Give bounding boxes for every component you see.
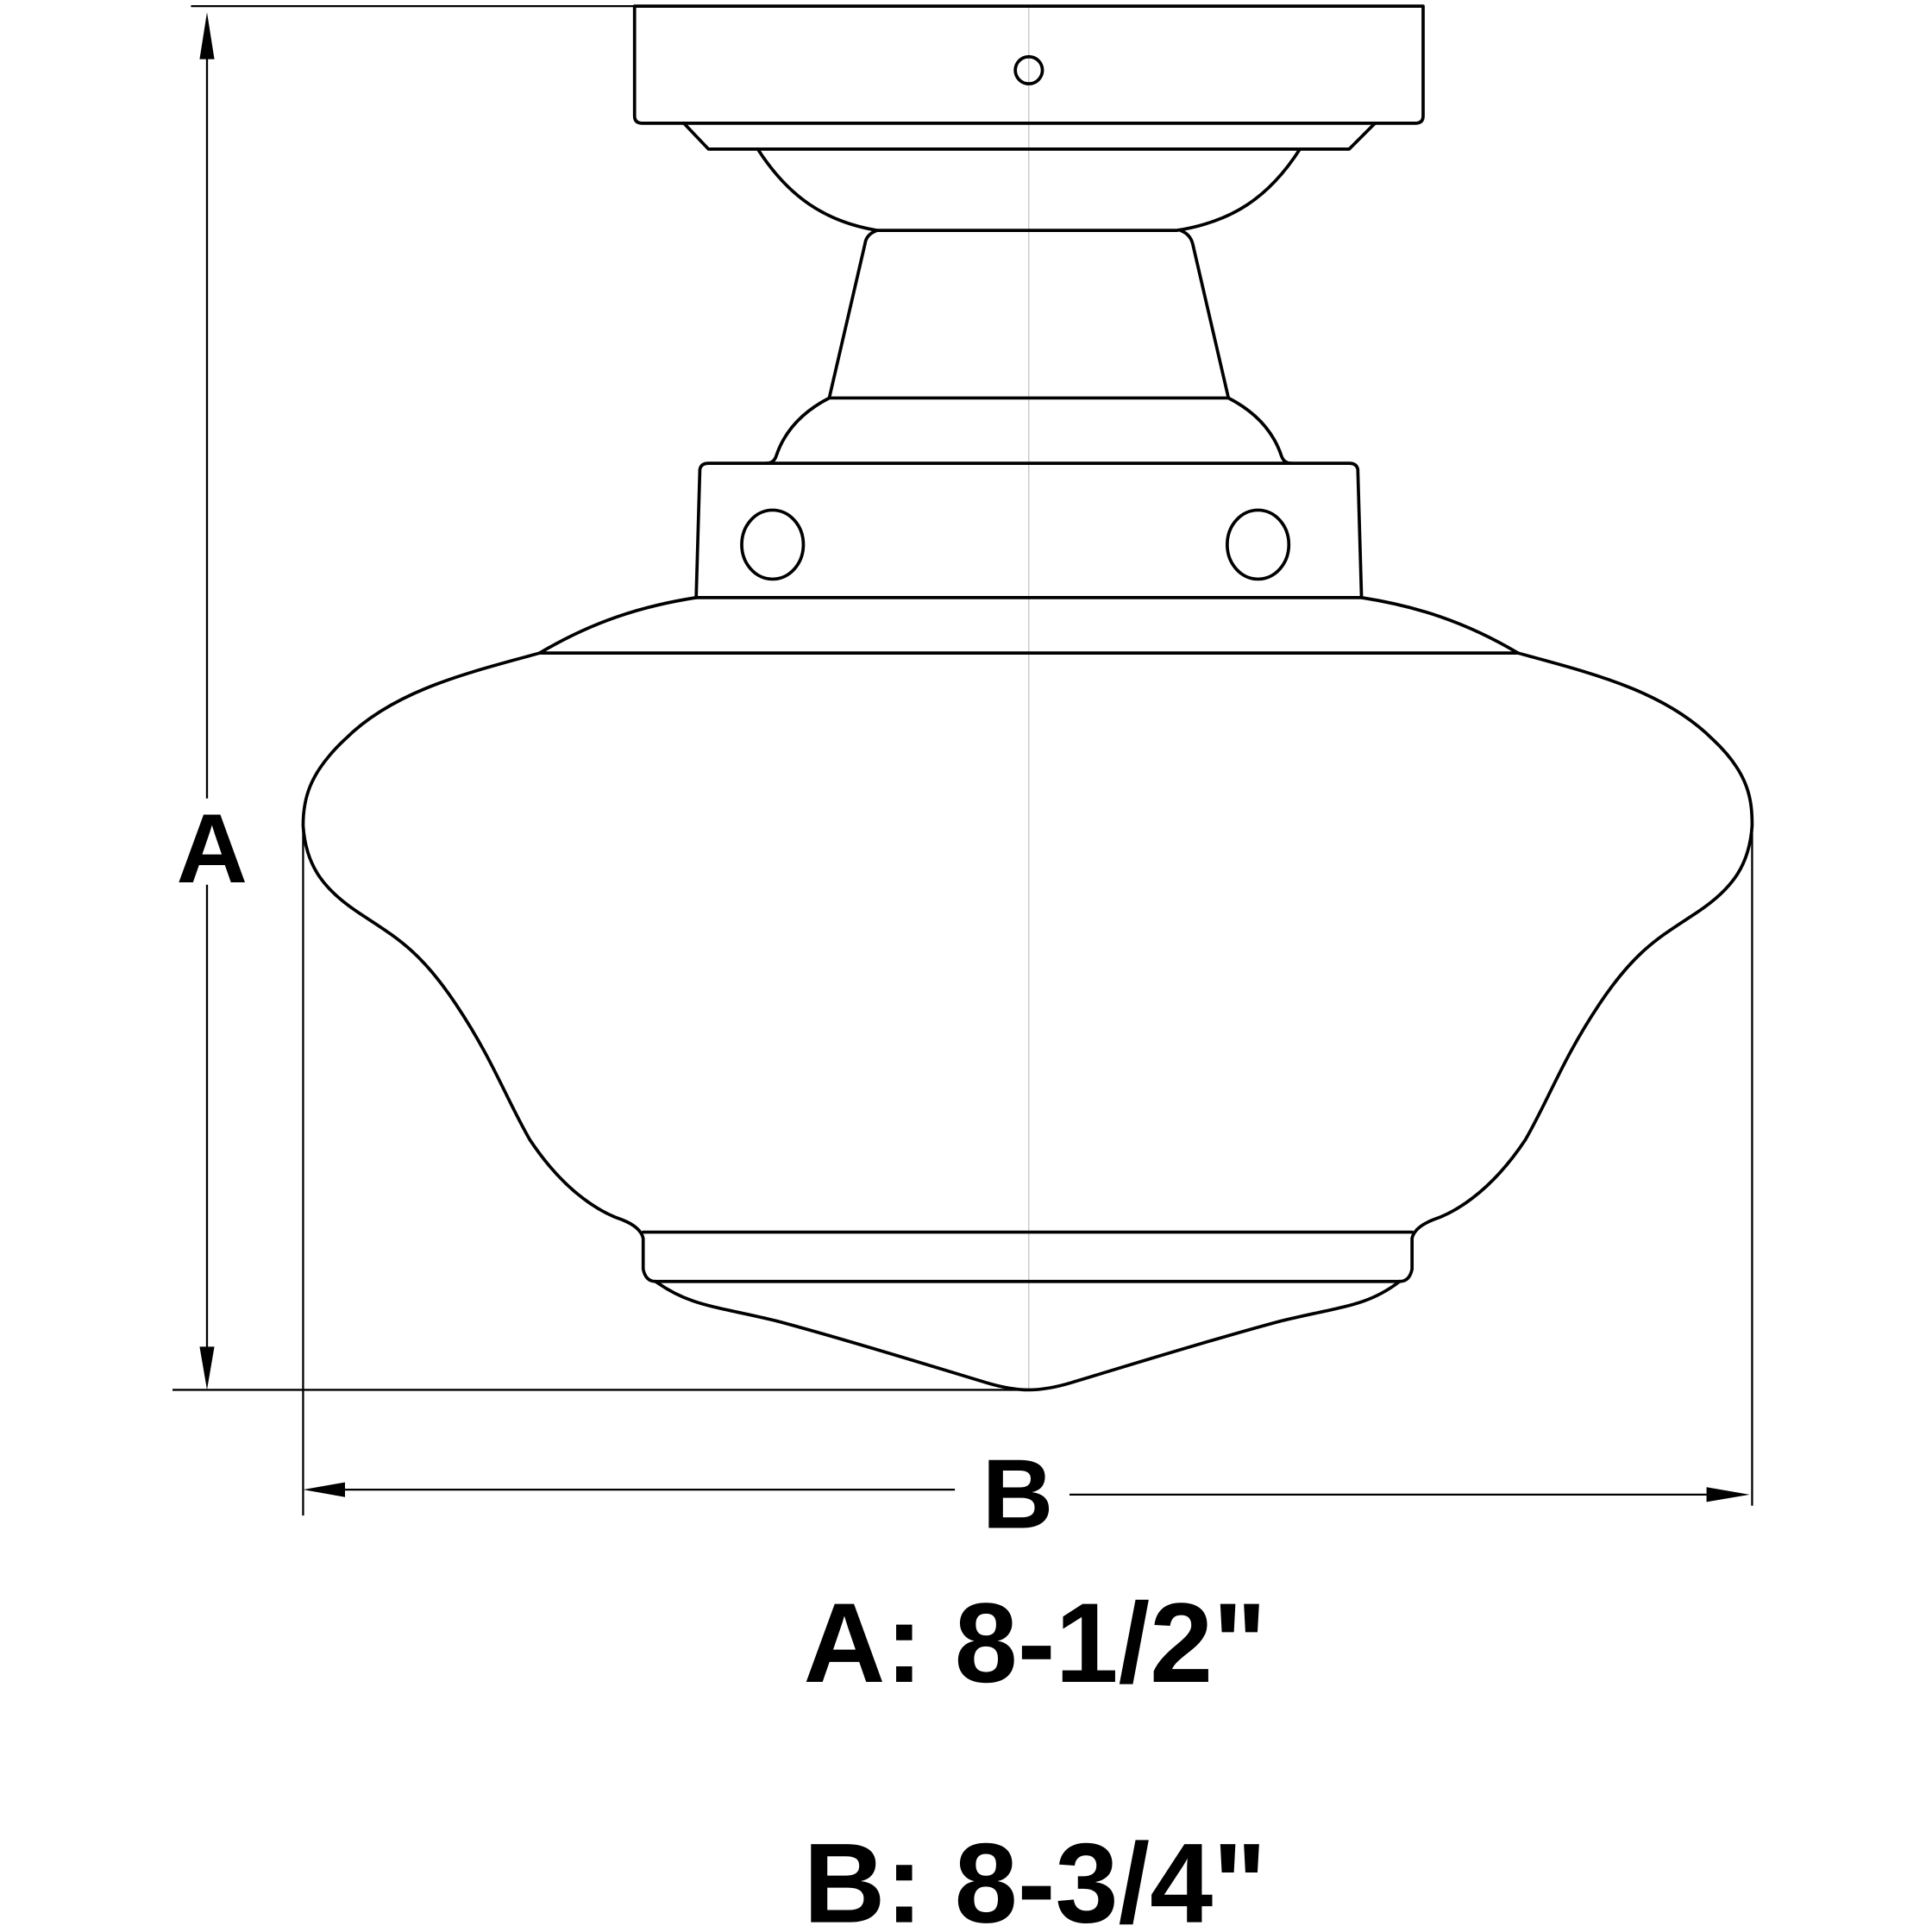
- arrowhead-down-icon: [199, 1346, 215, 1390]
- dimension-a-value: A: 8-1/2": [804, 1579, 1267, 1706]
- width-marker-label: B: [982, 1440, 1054, 1549]
- set-screw-icon: [1013, 54, 1044, 85]
- arrowhead-left-icon: [303, 1482, 345, 1497]
- ceiling-canopy: [632, 4, 1425, 151]
- dimension-b-arrow: [303, 1482, 1750, 1502]
- arrowhead-up-icon: [199, 12, 215, 60]
- schoolhouse-glass-shade: [301, 596, 1754, 1392]
- dimension-a-arrow: [199, 12, 215, 1390]
- shade-fitter: [694, 461, 1364, 599]
- arrowhead-right-icon: [1706, 1487, 1750, 1502]
- thumb-screw-left-icon: [740, 508, 806, 581]
- height-marker-label: A: [176, 794, 248, 904]
- thumb-screw-right-icon: [1226, 508, 1291, 581]
- dimension-b-value: B: 8-3/4": [804, 1820, 1267, 1932]
